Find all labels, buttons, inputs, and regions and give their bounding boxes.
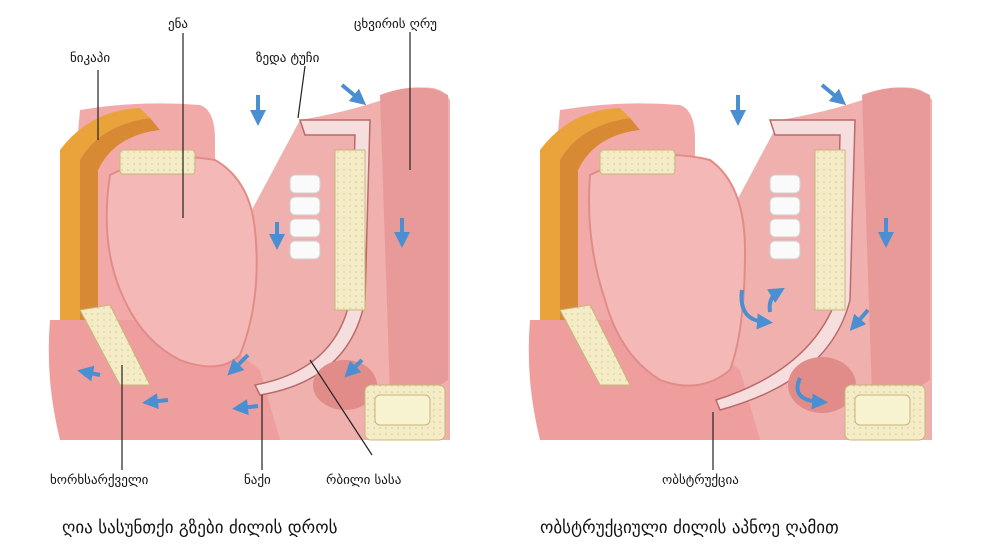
nasal-wall: [380, 87, 448, 396]
label-nasal-cavity: ცხვირის ღრუ: [354, 17, 437, 32]
soft-palate-wall-right: [715, 119, 856, 411]
teeth-upper: [119, 149, 196, 175]
bone-lower-inner: [374, 394, 431, 426]
label-hard-palate: ხორხსარქველი: [50, 473, 149, 488]
airflow-arrows: [77, 83, 410, 416]
nasal-wall-right: [862, 87, 930, 396]
label-uvula: ნაქი: [244, 473, 271, 488]
caption-left: ღია სასუნთქი გზები ძილის დროს: [62, 518, 338, 538]
fat-layer: [60, 108, 150, 320]
tongue: [105, 156, 258, 368]
caption-right: ობსტრუქციული ძილის აპნოე ღამით: [540, 518, 839, 538]
airflow-arrows-right: [730, 83, 894, 410]
vertebrae: [289, 174, 321, 260]
label-obstruction: ობსტრუქცია: [662, 473, 739, 488]
right-panel: [528, 83, 932, 441]
skin-layer: [80, 118, 160, 320]
palate-bone-right: [814, 149, 846, 311]
left-panel: [48, 83, 450, 441]
jaw-bone: [79, 304, 151, 386]
skin-layer-right: [560, 118, 640, 320]
jaw-bone-right: [559, 304, 631, 386]
palate-bone: [334, 149, 366, 311]
teeth-upper-right: [599, 149, 676, 175]
tongue-right: [588, 154, 747, 387]
left-leaders: [97, 32, 411, 470]
bone-lower-inner-right: [854, 394, 911, 426]
label-soft-palate: რბილი სასა: [326, 473, 401, 488]
soft-palate-wall: [253, 119, 371, 396]
vertebrae-right: [769, 174, 801, 260]
label-tongue: ენა: [168, 17, 188, 32]
label-upper-lip: ზედა ტუჩი: [256, 51, 320, 66]
fat-layer-right: [540, 108, 630, 320]
label-chin: ნიკაპი: [70, 51, 110, 66]
